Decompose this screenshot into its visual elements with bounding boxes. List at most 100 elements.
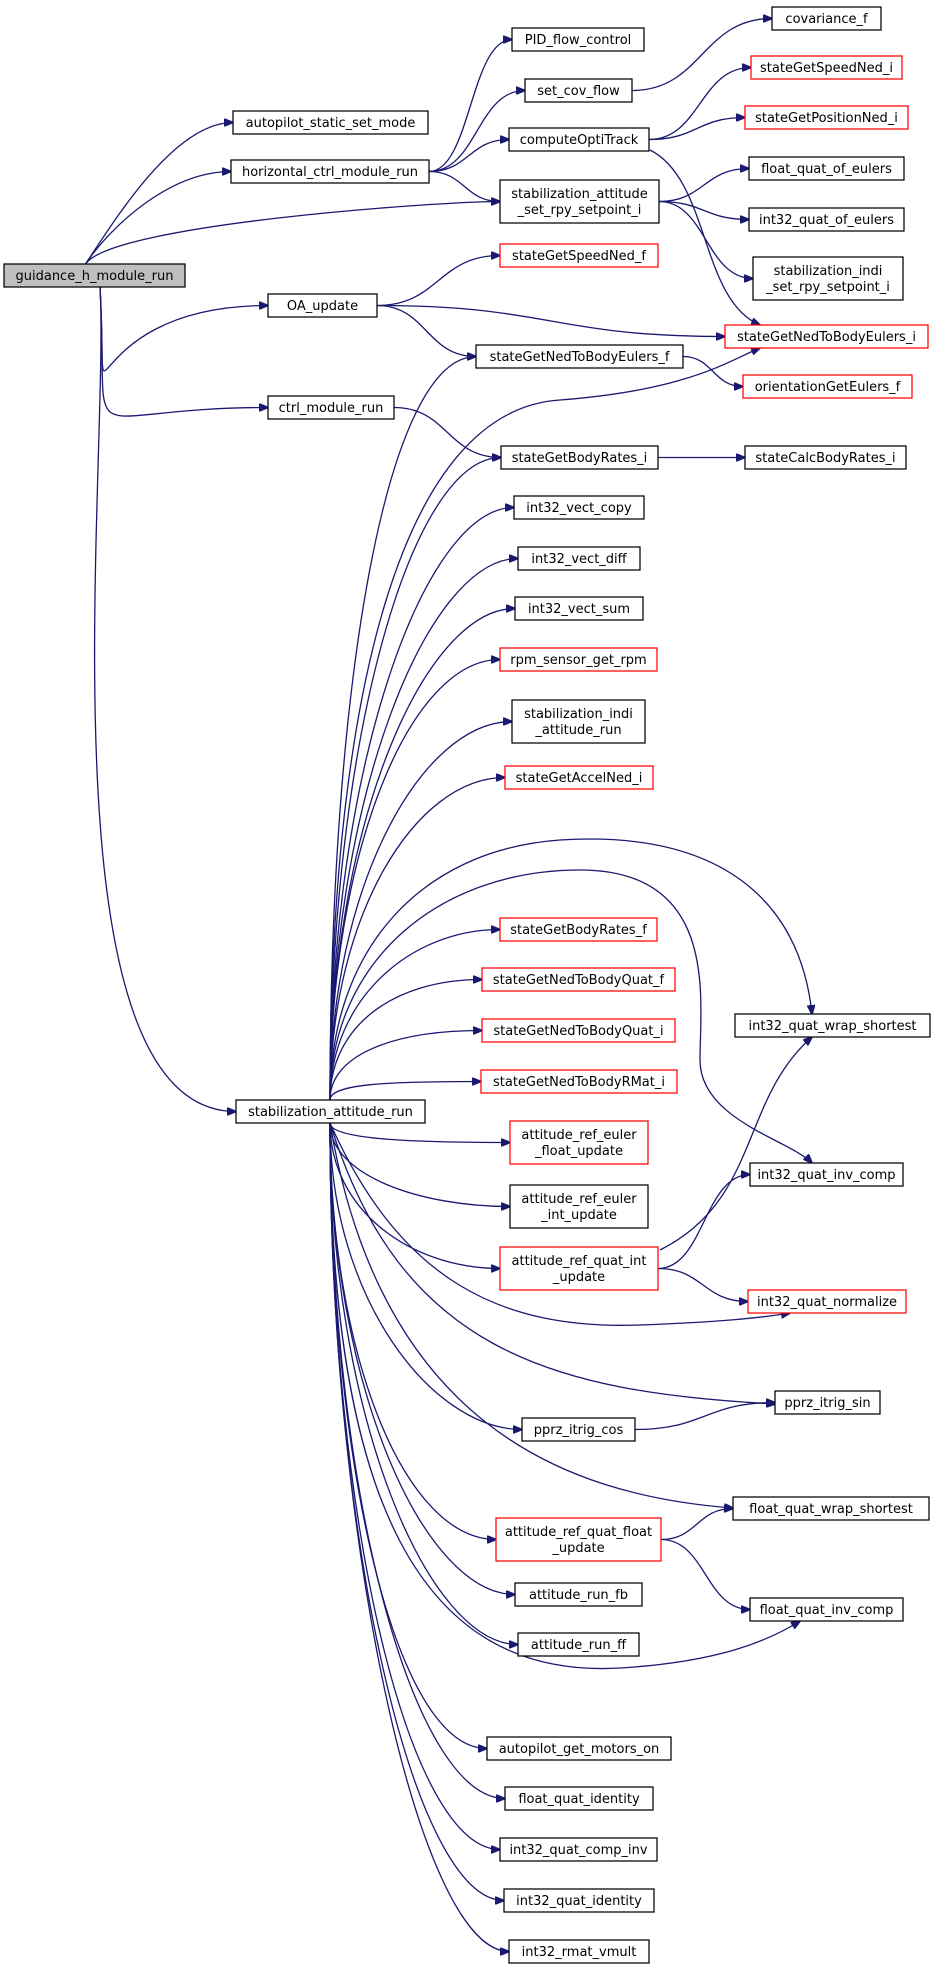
node-float-quat-of-eulers[interactable]: float_quat_of_eulers — [748, 156, 905, 181]
node-label: covariance_f — [785, 12, 868, 27]
node-pid-flow-control[interactable]: PID_flow_control — [511, 27, 645, 52]
node-int32-quat-normalize[interactable]: int32_quat_normalize — [747, 1289, 907, 1314]
node-attitude-run-ff[interactable]: attitude_run_ff — [517, 1632, 640, 1657]
node-label: stateGetSpeedNed_i — [760, 61, 893, 76]
node-label: int32_vect_sum — [528, 602, 630, 617]
node-orientationgeteulers-f[interactable]: orientationGetEulers_f — [742, 374, 913, 399]
node-box — [475, 344, 684, 369]
edge-stabilization-attitude-run-to-stategetaccelned-i — [329, 778, 505, 1101]
node-stategetbodyrates-i[interactable]: stateGetBodyRates_i — [500, 445, 659, 470]
node-int32-quat-inv-comp[interactable]: int32_quat_inv_comp — [749, 1162, 904, 1187]
node-stategetspeedned-i[interactable]: stateGetSpeedNed_i — [750, 55, 903, 80]
node-label: set_cov_flow — [537, 84, 620, 99]
node-box — [508, 127, 650, 152]
node-int32-quat-identity[interactable]: int32_quat_identity — [503, 1888, 655, 1913]
node-stategetnedtobodyquat-f[interactable]: stateGetNedToBodyQuat_f — [481, 967, 676, 992]
node-attitude-ref-quat-int-update[interactable]: attitude_ref_quat_int_update — [499, 1246, 659, 1291]
node-attitude-ref-euler-float-update[interactable]: attitude_ref_euler_float_update — [509, 1120, 649, 1165]
node-attitude-run-fb[interactable]: attitude_run_fb — [514, 1582, 643, 1607]
node-float-quat-wrap-shortest[interactable]: float_quat_wrap_shortest — [732, 1496, 930, 1521]
edge-stabilization-attitude-run-to-autopilot-get-motors-on — [329, 1122, 487, 1749]
node-stategetspeedned-f[interactable]: stateGetSpeedNed_f — [499, 243, 659, 268]
edge-stabilization-attitude-run-to-float-quat-identity — [329, 1122, 505, 1799]
edge-guidance-h-module-run-to-stabilization-attitude-set-rpy-setpoint-i — [84, 202, 500, 265]
node-box — [524, 78, 633, 103]
edge-stabilization-attitude-run-to-int32-quat-wrap-shortest — [329, 838, 812, 1101]
node-label: ctrl_module_run — [279, 401, 384, 416]
node-label: stabilization_indi — [524, 707, 633, 722]
node-box — [499, 647, 658, 672]
node-label: float_quat_of_eulers — [761, 162, 892, 177]
node-label: _update — [552, 1270, 605, 1285]
node-box — [235, 1099, 426, 1124]
node-label: stateGetNedToBodyQuat_i — [493, 1024, 663, 1039]
node-box — [3, 263, 186, 288]
node-label: _update — [551, 1541, 604, 1556]
node-stategetnedtobodyquat-i[interactable]: stateGetNedToBodyQuat_i — [481, 1018, 676, 1043]
node-label: int32_quat_identity — [516, 1894, 642, 1909]
node-label: stateCalcBodyRates_i — [755, 451, 895, 466]
node-int32-quat-comp-inv[interactable]: int32_quat_comp_inv — [499, 1837, 658, 1862]
node-autopilot-static-set-mode[interactable]: autopilot_static_set_mode — [232, 110, 429, 135]
node-guidance-h-module-run[interactable]: guidance_h_module_run — [3, 263, 186, 288]
node-stategetnedtobodyeulers-f[interactable]: stateGetNedToBodyEulers_f — [475, 344, 684, 369]
node-attitude-ref-euler-int-update[interactable]: attitude_ref_euler_int_update — [509, 1184, 649, 1229]
node-rpm-sensor-get-rpm[interactable]: rpm_sensor_get_rpm — [499, 647, 658, 672]
node-int32-vect-sum[interactable]: int32_vect_sum — [514, 596, 644, 621]
node-float-quat-inv-comp[interactable]: float_quat_inv_comp — [749, 1597, 904, 1622]
edge-guidance-h-module-run-to-oa-update — [99, 286, 268, 372]
node-int32-quat-of-eulers[interactable]: int32_quat_of_eulers — [748, 207, 905, 232]
node-stategetaccelned-i[interactable]: stateGetAccelNed_i — [504, 765, 654, 790]
node-statecalcbodyrates-i[interactable]: stateCalcBodyRates_i — [744, 445, 907, 470]
node-pprz-itrig-cos[interactable]: pprz_itrig_cos — [521, 1417, 636, 1442]
node-int32-quat-wrap-shortest[interactable]: int32_quat_wrap_shortest — [734, 1013, 931, 1038]
node-stabilization-attitude-set-rpy-setpoint-i[interactable]: stabilization_attitude_set_rpy_setpoint_… — [499, 179, 660, 224]
node-label: _set_rpy_setpoint_i — [765, 280, 890, 295]
node-stategetbodyrates-f[interactable]: stateGetBodyRates_f — [499, 917, 658, 942]
node-box — [771, 6, 882, 31]
node-box — [750, 55, 903, 80]
edge-stabilization-attitude-run-to-rpm-sensor-get-rpm — [329, 660, 500, 1101]
edge-stabilization-attitude-run-to-attitude-ref-euler-int-update — [329, 1122, 510, 1207]
node-box — [499, 179, 660, 224]
edge-computeoptitrack-to-stategetspeedned-i — [648, 68, 751, 141]
node-label: _float_update — [534, 1144, 623, 1159]
edge-horizontal-ctrl-module-run-to-set-cov-flow — [428, 91, 525, 173]
edge-stabilization-attitude-run-to-attitude-ref-quat-int-update — [329, 1122, 500, 1269]
node-box — [481, 1018, 676, 1043]
node-int32-rmat-vmult[interactable]: int32_rmat_vmult — [508, 1939, 650, 1964]
node-int32-vect-diff[interactable]: int32_vect_diff — [517, 546, 641, 571]
node-label: attitude_run_ff — [531, 1638, 627, 1653]
node-attitude-ref-quat-float-update[interactable]: attitude_ref_quat_float_update — [495, 1517, 662, 1562]
edge-stabilization-attitude-set-rpy-setpoint-i-to-float-quat-of-eulers — [658, 169, 749, 203]
edge-stabilization-attitude-run-to-pprz-itrig-sin — [329, 1122, 775, 1404]
edge-stabilization-attitude-run-to-attitude-ref-quat-float-update — [329, 1122, 496, 1540]
node-autopilot-get-motors-on[interactable]: autopilot_get_motors_on — [486, 1736, 672, 1761]
node-set-cov-flow[interactable]: set_cov_flow — [524, 78, 633, 103]
node-stabilization-attitude-run[interactable]: stabilization_attitude_run — [235, 1099, 426, 1124]
node-int32-vect-copy[interactable]: int32_vect_copy — [513, 495, 645, 520]
node-box — [514, 596, 644, 621]
edge-guidance-h-module-run-to-stabilization-attitude-run — [93, 286, 236, 1112]
node-label: stateGetAccelNed_i — [516, 771, 643, 786]
edge-horizontal-ctrl-module-run-to-stabilization-attitude-set-rpy-setpoint-i — [428, 170, 500, 202]
node-label: _attitude_run — [534, 723, 621, 738]
node-float-quat-identity[interactable]: float_quat_identity — [504, 1786, 654, 1811]
node-label: guidance_h_module_run — [16, 269, 174, 284]
edge-oa-update-to-stategetnedtobodyeulers-i — [376, 304, 725, 337]
node-stategetpositionned-i[interactable]: stateGetPositionNed_i — [744, 105, 909, 130]
node-computeoptitrack[interactable]: computeOptiTrack — [508, 127, 650, 152]
node-box — [486, 1736, 672, 1761]
node-ctrl-module-run[interactable]: ctrl_module_run — [267, 395, 395, 420]
edge-stabilization-attitude-run-to-stategetbodyrates-i — [329, 458, 501, 1101]
node-covariance-f[interactable]: covariance_f — [771, 6, 882, 31]
node-oa-update[interactable]: OA_update — [267, 293, 378, 318]
node-stategetnedtobodyeulers-i[interactable]: stateGetNedToBodyEulers_i — [724, 324, 929, 349]
node-pprz-itrig-sin[interactable]: pprz_itrig_sin — [774, 1390, 881, 1415]
node-horizontal-ctrl-module-run[interactable]: horizontal_ctrl_module_run — [230, 159, 430, 184]
node-stategetnedtobodyrmat-i[interactable]: stateGetNedToBodyRMat_i — [480, 1069, 678, 1094]
edge-pprz-itrig-cos-to-pprz-itrig-sin — [634, 1403, 775, 1431]
node-stabilization-indi-attitude-run[interactable]: stabilization_indi_attitude_run — [511, 699, 646, 744]
node-stabilization-indi-set-rpy-setpoint-i[interactable]: stabilization_indi_set_rpy_setpoint_i — [752, 256, 904, 301]
node-label: pprz_itrig_cos — [534, 1423, 624, 1438]
